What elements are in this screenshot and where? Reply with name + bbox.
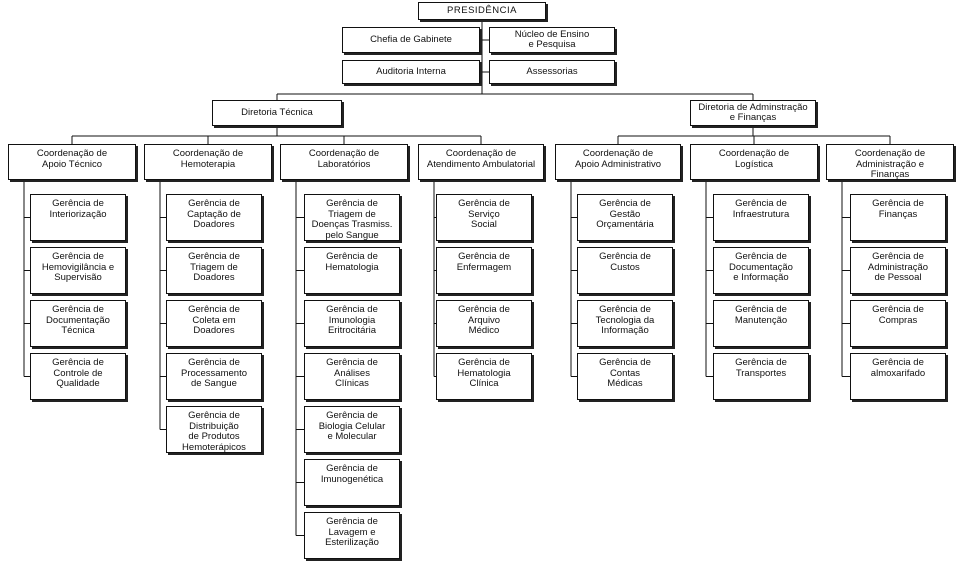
gerencia-box: Gerência de Imunologia Eritrocitária bbox=[304, 300, 400, 347]
gerencia-box: Gerência de Imunogenética bbox=[304, 459, 400, 506]
gerencia-box: Gerência de Manutenção bbox=[713, 300, 809, 347]
gerencia-box: Gerência de Compras bbox=[850, 300, 946, 347]
gerencia-box: Gerência de Hemovigilância e Supervisão bbox=[30, 247, 126, 294]
gerencia-box: Gerência de almoxarifado bbox=[850, 353, 946, 400]
nucleo-ensino-box: Núcleo de Ensino e Pesquisa bbox=[489, 27, 615, 53]
gerencia-box: Gerência de Triagem de Doenças Trasmiss.… bbox=[304, 194, 400, 241]
gerencia-box: Gerência de Distribuição de Produtos Hem… bbox=[166, 406, 262, 453]
gerencia-box: Gerência de Transportes bbox=[713, 353, 809, 400]
gerencia-box: Gerência de Finanças bbox=[850, 194, 946, 241]
gerencia-box: Gerência de Infraestrutura bbox=[713, 194, 809, 241]
gerencia-box: Gerência de Triagem de Doadores bbox=[166, 247, 262, 294]
gerencia-box: Gerência de Captação de Doadores bbox=[166, 194, 262, 241]
gerencia-box: Gerência de Arquivo Médico bbox=[436, 300, 532, 347]
gerencia-box: Gerência de Análises Clínicas bbox=[304, 353, 400, 400]
gerencia-box: Gerência de Serviço Social bbox=[436, 194, 532, 241]
gerencia-box: Gerência de Biologia Celular e Molecular bbox=[304, 406, 400, 453]
gerencia-box: Gerência de Interiorização bbox=[30, 194, 126, 241]
gerencia-box: Gerência de Administração de Pessoal bbox=[850, 247, 946, 294]
gerencia-box: Gerência de Tecnologia da Informação bbox=[577, 300, 673, 347]
gerencia-box: Gerência de Contas Médicas bbox=[577, 353, 673, 400]
gerencia-box: Gerência de Lavagem e Esterilização bbox=[304, 512, 400, 559]
coordenacao-box: Coordenação de Apoio Administrativo bbox=[555, 144, 681, 180]
assessorias-box: Assessorias bbox=[489, 60, 615, 84]
auditoria-interna-box: Auditoria Interna bbox=[342, 60, 480, 84]
coordenacao-box: Coordenação de Administração e Finanças bbox=[826, 144, 954, 180]
coordenacao-box: Coordenação de Logística bbox=[690, 144, 818, 180]
gerencia-box: Gerência de Documentação Técnica bbox=[30, 300, 126, 347]
coordenacao-box: Coordenação de Laboratórios bbox=[280, 144, 408, 180]
gerencia-box: Gerência de Hematologia Clínica bbox=[436, 353, 532, 400]
coordenacao-box: Coordenação de Apoio Técnico bbox=[8, 144, 136, 180]
diretoria-tecnica-box: Diretoria Técnica bbox=[212, 100, 342, 126]
gerencia-box: Gerência de Enfermagem bbox=[436, 247, 532, 294]
gerencia-box: Gerência de Gestão Orçamentária bbox=[577, 194, 673, 241]
gerencia-box: Gerência de Custos bbox=[577, 247, 673, 294]
chefia-gabinete-box: Chefia de Gabinete bbox=[342, 27, 480, 53]
gerencia-box: Gerência de Coleta em Doadores bbox=[166, 300, 262, 347]
coordenacao-box: Coordenação de Hemoterapia bbox=[144, 144, 272, 180]
gerencia-box: Gerência de Controle de Qualidade bbox=[30, 353, 126, 400]
gerencia-box: Gerência de Hematologia bbox=[304, 247, 400, 294]
gerencia-box: Gerência de Processamento de Sangue bbox=[166, 353, 262, 400]
coordenacao-box: Coordenação de Atendimento Ambulatorial bbox=[418, 144, 544, 180]
presidencia-box: PRESIDÊNCIA bbox=[418, 2, 546, 20]
gerencia-box: Gerência de Documentação e Informação bbox=[713, 247, 809, 294]
diretoria-admin-box: Diretoria de Adminstração e Finanças bbox=[690, 100, 816, 126]
